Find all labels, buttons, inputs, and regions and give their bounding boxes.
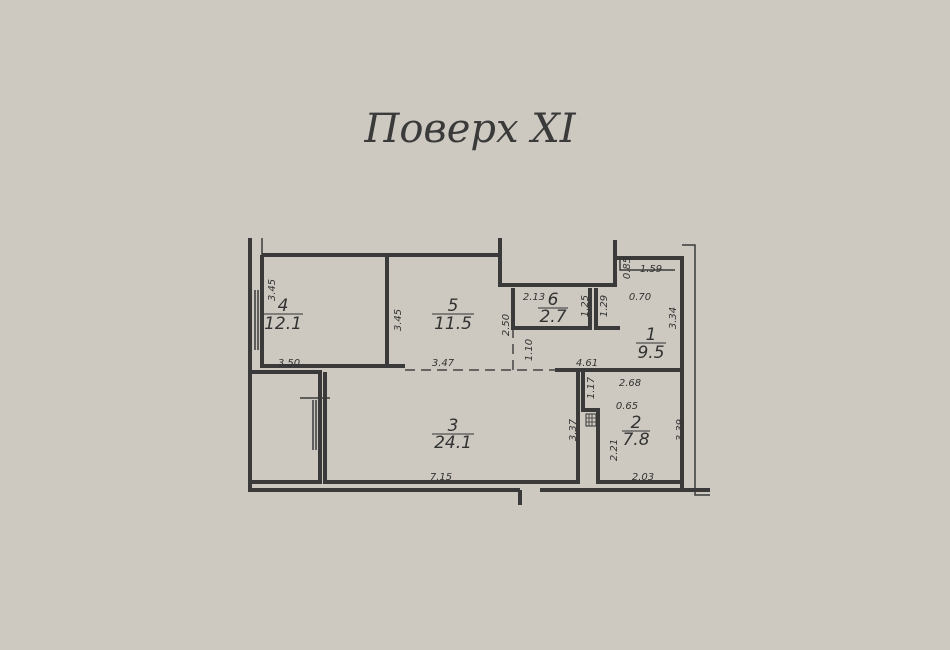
room-1: 1 9.5	[636, 325, 666, 363]
room-number: 1	[646, 325, 657, 345]
room-5: 5 11.5	[432, 296, 474, 334]
dimension: 7.15	[430, 472, 452, 483]
room-number: 4	[278, 296, 289, 316]
room-area: 2.7	[539, 307, 566, 327]
dimension: 1.25	[580, 295, 591, 317]
dimension: 3.34	[668, 307, 679, 329]
dimension: 1.59	[640, 264, 662, 275]
walls	[248, 238, 710, 505]
dimension: 2.68	[619, 378, 641, 389]
room-3: 3 24.1	[432, 416, 474, 453]
room-number: 3	[448, 416, 459, 436]
dimension: 2.21	[609, 439, 620, 461]
room-area: 11.5	[434, 314, 472, 334]
room-number: 2	[631, 413, 642, 433]
dimension: 3.39	[675, 419, 686, 441]
dimension: 0.70	[629, 292, 651, 303]
room-number: 5	[448, 296, 459, 316]
room-area: 24.1	[434, 433, 472, 453]
dimension: 3.50	[278, 358, 300, 369]
dimension: 2.03	[632, 472, 654, 483]
dimension: 0.65	[616, 401, 638, 412]
dimension: 2.50	[501, 314, 512, 336]
shaft-icon	[585, 413, 597, 427]
floor-title: Поверх XI	[363, 106, 576, 152]
room-area: 12.1	[264, 314, 302, 334]
room-6: 6 2.7	[538, 290, 568, 327]
room-2: 2 7.8	[622, 413, 650, 450]
dimension-labels: 3.45 3.45 2.50 1.10 3.50 3.47 4.61 2.13 …	[267, 257, 686, 483]
dimension: 1.29	[599, 295, 610, 317]
room-number: 6	[548, 290, 559, 310]
dimension: 1.10	[524, 339, 535, 361]
dimension: 4.61	[576, 358, 598, 369]
dimension: 2.13	[523, 292, 545, 303]
dimension: 0.85	[622, 257, 633, 279]
dimension: 3.45	[267, 279, 278, 301]
dimension: 3.37	[568, 418, 579, 441]
room-area: 9.5	[637, 343, 664, 363]
room-4: 4 12.1	[263, 296, 303, 334]
dimension: 3.45	[393, 309, 404, 331]
dimension: 3.47	[432, 358, 455, 369]
room-area: 7.8	[622, 430, 649, 450]
dimension: 1.17	[586, 376, 597, 399]
